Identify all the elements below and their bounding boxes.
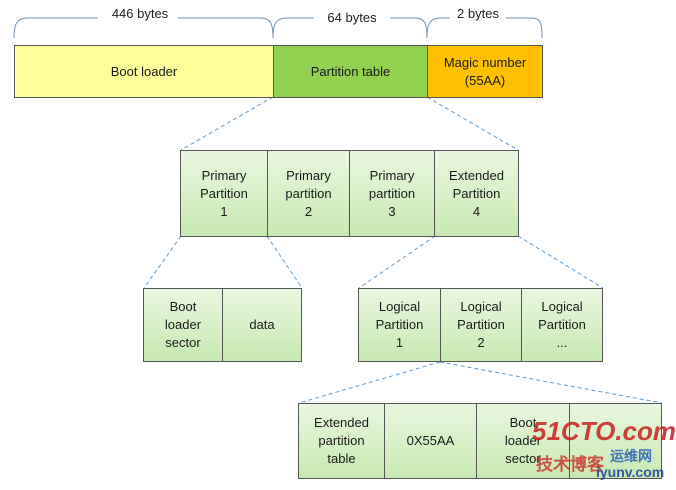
- connector-p4-right: [517, 235, 604, 289]
- mbr-boot-loader: Boot loader: [14, 45, 274, 98]
- partition-extended-4: Extended Partition 4: [434, 150, 519, 237]
- size-label-magic-number: 2 bytes: [457, 6, 499, 21]
- size-braces: [13, 17, 543, 39]
- connector-p1-left: [143, 235, 182, 289]
- connector-pt-right: [426, 96, 519, 151]
- mbr-partition-table: Partition table: [273, 45, 428, 98]
- logical-partition-1: Logical Partition 1: [358, 288, 441, 362]
- connector-p1-right: [266, 235, 303, 289]
- partition-primary-1: Primary Partition 1: [180, 150, 268, 237]
- connector-lp2-left: [298, 361, 441, 404]
- partition-primary-2: Primary partition 2: [267, 150, 350, 237]
- brace-magic-number: [426, 17, 543, 39]
- brace-boot-loader: [13, 17, 274, 39]
- primary-data: data: [222, 288, 302, 362]
- mbr-magic-number: Magic number (55AA): [427, 45, 543, 98]
- connector-p4-left: [358, 235, 436, 289]
- logical-partition-2: Logical Partition 2: [440, 288, 522, 362]
- extended-magic-0x55aa: 0X55AA: [384, 403, 477, 479]
- connector-pt-left: [180, 96, 274, 151]
- connectors: [143, 96, 663, 404]
- size-label-partition-table: 64 bytes: [327, 10, 377, 25]
- extended-partition-table: Extended partition table: [298, 403, 385, 479]
- extended-data: [569, 403, 662, 479]
- extended-boot-loader-sector: Boot loader sector: [476, 403, 570, 479]
- size-label-boot-loader: 446 bytes: [111, 6, 169, 21]
- logical-partition-more: Logical Partition ...: [521, 288, 603, 362]
- connector-lp2-right: [439, 361, 663, 404]
- primary-boot-loader-sector: Boot loader sector: [143, 288, 223, 362]
- partition-primary-3: Primary partition 3: [349, 150, 435, 237]
